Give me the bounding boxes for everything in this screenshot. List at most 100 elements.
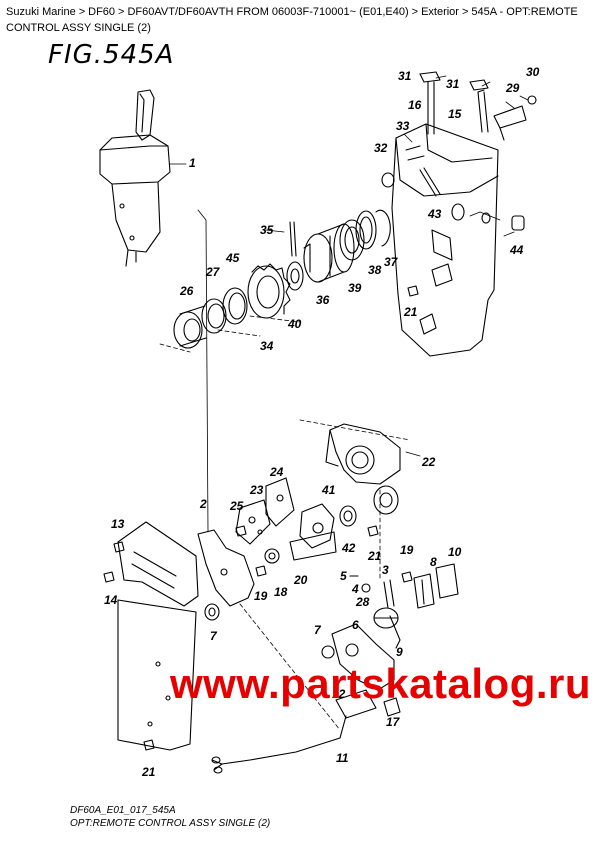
part-10-bracket bbox=[435, 563, 459, 599]
part-14-screw bbox=[103, 571, 115, 583]
callout-28[interactable]: 28 bbox=[355, 595, 370, 609]
callout-3[interactable]: 3 bbox=[382, 563, 389, 577]
part-27-ring bbox=[201, 298, 227, 334]
part-16-bolt bbox=[427, 81, 435, 135]
part-41-gear bbox=[299, 503, 335, 549]
figure-code: DF60A_E01_017_545A bbox=[70, 805, 176, 816]
callout-25[interactable]: 25 bbox=[229, 499, 244, 513]
callout-31-b[interactable]: 31 bbox=[446, 77, 460, 91]
part-28-gear bbox=[373, 607, 399, 629]
part-24-plate bbox=[265, 477, 295, 527]
callout-41[interactable]: 41 bbox=[321, 483, 336, 497]
breadcrumb-item-suzuki-marine[interactable]: Suzuki Marine bbox=[6, 6, 76, 18]
part-21-screw-mid bbox=[367, 525, 379, 537]
callout-22[interactable]: 22 bbox=[421, 455, 436, 469]
callout-11[interactable]: 11 bbox=[336, 751, 349, 765]
figure-title: FIG.545A bbox=[48, 40, 175, 70]
callout-31-a[interactable]: 31 bbox=[398, 69, 412, 83]
callout-26[interactable]: 26 bbox=[179, 284, 194, 298]
part-11-wire-harness bbox=[211, 715, 347, 774]
callout-34[interactable]: 34 bbox=[260, 339, 274, 353]
part-31-nut-b bbox=[469, 79, 489, 91]
part-39-ring bbox=[339, 219, 365, 261]
callout-38[interactable]: 38 bbox=[368, 263, 382, 277]
callout-7-left[interactable]: 7 bbox=[210, 629, 218, 643]
part-34-gear bbox=[247, 263, 291, 319]
part-36-cam-gear bbox=[303, 223, 355, 283]
callout-1[interactable]: 1 bbox=[189, 156, 196, 170]
callout-16[interactable]: 16 bbox=[408, 98, 422, 112]
callout-6[interactable]: 6 bbox=[352, 618, 359, 632]
callout-9[interactable]: 9 bbox=[396, 645, 403, 659]
callout-39[interactable]: 39 bbox=[348, 281, 362, 295]
breadcrumb-separator: > bbox=[411, 6, 419, 18]
callout-2[interactable]: 2 bbox=[199, 497, 207, 511]
part-12-switch bbox=[335, 689, 377, 719]
part-7-ring-right bbox=[321, 645, 335, 659]
callout-27[interactable]: 27 bbox=[205, 265, 221, 279]
part-19-screw-right bbox=[401, 571, 413, 583]
callout-19-left[interactable]: 19 bbox=[254, 589, 268, 603]
part-26-seal bbox=[173, 305, 207, 349]
callout-15[interactable]: 15 bbox=[448, 107, 462, 121]
part-37-circlip bbox=[375, 209, 391, 247]
callout-10[interactable]: 10 bbox=[448, 545, 462, 559]
breadcrumb-item-df60[interactable]: DF60 bbox=[88, 6, 116, 18]
callout-21-upper[interactable]: 21 bbox=[403, 305, 418, 319]
callout-17[interactable]: 17 bbox=[386, 715, 401, 729]
callout-18[interactable]: 18 bbox=[274, 585, 288, 599]
part-4-washer bbox=[361, 583, 371, 593]
callout-30[interactable]: 30 bbox=[526, 65, 540, 79]
part-8-bracket bbox=[413, 573, 435, 609]
part-13-screw bbox=[113, 541, 125, 553]
callout-33[interactable]: 33 bbox=[396, 119, 410, 133]
part-45-ring bbox=[222, 287, 248, 325]
part-2-lever-plate bbox=[197, 529, 255, 607]
part-15-bolt bbox=[477, 89, 489, 133]
part-1-control-handle bbox=[99, 89, 171, 267]
part-40-washer bbox=[286, 261, 304, 291]
callout-7-right[interactable]: 7 bbox=[314, 623, 322, 637]
callout-24[interactable]: 24 bbox=[269, 465, 284, 479]
callout-43[interactable]: 43 bbox=[427, 207, 442, 221]
part-17-clip bbox=[383, 697, 401, 717]
breadcrumb-separator: > bbox=[78, 6, 86, 18]
callout-45[interactable]: 45 bbox=[225, 251, 240, 265]
callout-8[interactable]: 8 bbox=[430, 555, 437, 569]
callout-29[interactable]: 29 bbox=[505, 81, 520, 95]
callout-20[interactable]: 20 bbox=[293, 573, 308, 587]
callout-19-right[interactable]: 19 bbox=[400, 543, 414, 557]
part-7-ring-left bbox=[204, 603, 220, 621]
callout-42[interactable]: 42 bbox=[341, 541, 356, 555]
callout-35[interactable]: 35 bbox=[260, 223, 274, 237]
callout-5[interactable]: 5 bbox=[340, 569, 347, 583]
breadcrumb: Suzuki Marine>DF60>DF60AVT/DF60AVTH FROM… bbox=[6, 4, 594, 36]
watermark-text: www.partskatalog.ru bbox=[170, 660, 592, 707]
callout-14[interactable]: 14 bbox=[104, 593, 118, 607]
part-9-arm bbox=[389, 615, 401, 649]
callout-13[interactable]: 13 bbox=[111, 517, 125, 531]
part-32-plug bbox=[381, 172, 395, 188]
callout-32[interactable]: 32 bbox=[374, 141, 388, 155]
part-18-washer bbox=[264, 548, 280, 564]
breadcrumb-item-exterior[interactable]: Exterior bbox=[421, 6, 459, 18]
part-3-shaft bbox=[383, 579, 395, 609]
part-31-nut-a bbox=[419, 71, 441, 83]
breadcrumb-separator: > bbox=[461, 6, 469, 18]
part-25-screw bbox=[235, 525, 247, 537]
callout-40[interactable]: 40 bbox=[287, 317, 302, 331]
callout-4[interactable]: 4 bbox=[351, 582, 359, 596]
part-20-link bbox=[289, 531, 337, 561]
callout-21-lower[interactable]: 21 bbox=[141, 765, 156, 779]
callout-36[interactable]: 36 bbox=[316, 293, 330, 307]
part-22-housing bbox=[325, 423, 401, 515]
callout-12[interactable]: 12 bbox=[332, 687, 346, 701]
part-43-pin bbox=[419, 167, 441, 197]
callout-21-mid[interactable]: 21 bbox=[367, 549, 382, 563]
callout-37[interactable]: 37 bbox=[384, 255, 399, 269]
callout-44[interactable]: 44 bbox=[509, 243, 524, 257]
part-21-screw-lower bbox=[143, 739, 155, 751]
breadcrumb-item-model[interactable]: DF60AVT/DF60AVTH FROM 06003F-710001~ (E0… bbox=[127, 6, 409, 18]
callout-23[interactable]: 23 bbox=[249, 483, 264, 497]
part-19-screw-left bbox=[255, 565, 267, 577]
